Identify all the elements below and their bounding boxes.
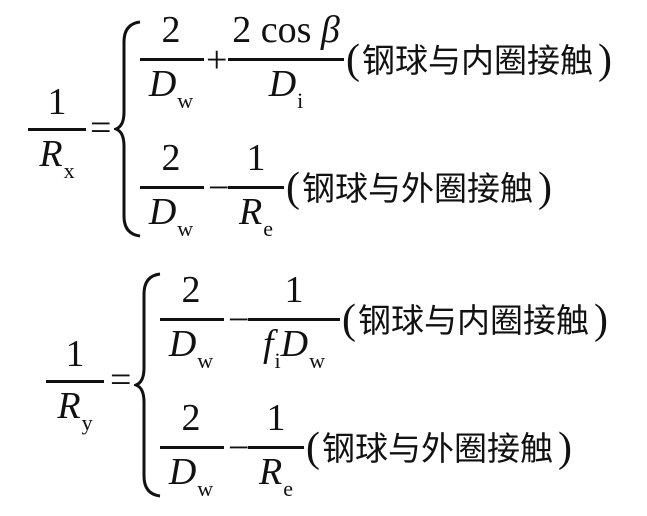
term-denominator: Dw bbox=[148, 63, 194, 113]
term-numerator: 2 bbox=[161, 137, 181, 179]
minus-operator: − bbox=[208, 167, 230, 209]
fraction-bar bbox=[140, 58, 204, 61]
term-numerator: 2 bbox=[181, 397, 201, 439]
lhs-fraction-rx: 1 Rx bbox=[22, 81, 92, 183]
minus-operator: − bbox=[228, 299, 250, 341]
term-numerator: 2 cos β bbox=[232, 9, 340, 51]
close-paren: ) bbox=[558, 425, 572, 471]
fraction-bar bbox=[46, 380, 104, 383]
case-inner-term1: 2 Dw bbox=[136, 9, 206, 113]
close-paren: ) bbox=[538, 165, 552, 211]
equation-ry: 1 Ry = 2 Dw − 1 fiDw ( 钢球与内圈接触 ) 2 Dw − … bbox=[0, 258, 647, 516]
close-paren: ) bbox=[598, 37, 612, 83]
term-denominator: Re bbox=[239, 191, 273, 241]
fraction-bar bbox=[228, 58, 344, 61]
term-numerator: 1 bbox=[246, 137, 266, 179]
fraction-bar bbox=[248, 318, 340, 321]
term-numerator: 2 bbox=[161, 9, 181, 51]
term-denominator: Dw bbox=[168, 451, 214, 501]
case-outer-term1: 2 Dw bbox=[136, 137, 206, 241]
open-paren: ( bbox=[342, 297, 356, 343]
plus-operator: + bbox=[206, 39, 228, 81]
case-inner-term1: 2 Dw bbox=[156, 269, 226, 373]
fraction-bar bbox=[160, 318, 224, 321]
case-outer-term2: 1 Re bbox=[246, 397, 306, 501]
term-numerator: 1 bbox=[266, 397, 286, 439]
condition-text: 钢球与内圈接触 bbox=[362, 41, 593, 80]
fraction-bar bbox=[140, 186, 204, 189]
lhs-denominator: Rx bbox=[39, 133, 75, 183]
term-denominator: Di bbox=[268, 63, 304, 113]
case-inner-term2: 1 fiDw bbox=[246, 269, 342, 373]
equation-rx: 1 Rx = 2 Dw + 2 cos β Di ( 钢球与内圈接触 ) 2 D… bbox=[0, 0, 647, 250]
fraction-bar bbox=[228, 186, 284, 189]
condition-text: 钢球与内圈接触 bbox=[358, 301, 589, 340]
equals-sign: = bbox=[90, 107, 112, 149]
condition-text: 钢球与外圈接触 bbox=[302, 169, 533, 208]
fraction-bar bbox=[160, 446, 224, 449]
open-paren: ( bbox=[306, 425, 320, 471]
condition-text: 钢球与外圈接触 bbox=[322, 429, 553, 468]
term-numerator: 2 bbox=[181, 269, 201, 311]
term-denominator: Re bbox=[259, 451, 293, 501]
case-outer-term2: 1 Re bbox=[226, 137, 286, 241]
lhs-denominator: Ry bbox=[57, 385, 93, 435]
left-brace bbox=[114, 20, 141, 238]
lhs-numerator: 1 bbox=[65, 333, 85, 375]
case-inner-term2: 2 cos β Di bbox=[226, 9, 346, 113]
close-paren: ) bbox=[594, 297, 608, 343]
open-paren: ( bbox=[286, 165, 300, 211]
fraction-bar bbox=[28, 128, 86, 131]
lhs-numerator: 1 bbox=[47, 81, 67, 123]
term-denominator: Dw bbox=[168, 323, 214, 373]
case-outer-term1: 2 Dw bbox=[156, 397, 226, 501]
fraction-bar bbox=[248, 446, 304, 449]
left-brace bbox=[134, 272, 161, 498]
term-denominator: Dw bbox=[148, 191, 194, 241]
term-numerator: 1 bbox=[284, 269, 304, 311]
equals-sign: = bbox=[110, 359, 132, 401]
minus-operator: − bbox=[228, 427, 250, 469]
term-denominator: fiDw bbox=[262, 323, 326, 373]
lhs-fraction-ry: 1 Ry bbox=[40, 333, 110, 435]
open-paren: ( bbox=[346, 37, 360, 83]
